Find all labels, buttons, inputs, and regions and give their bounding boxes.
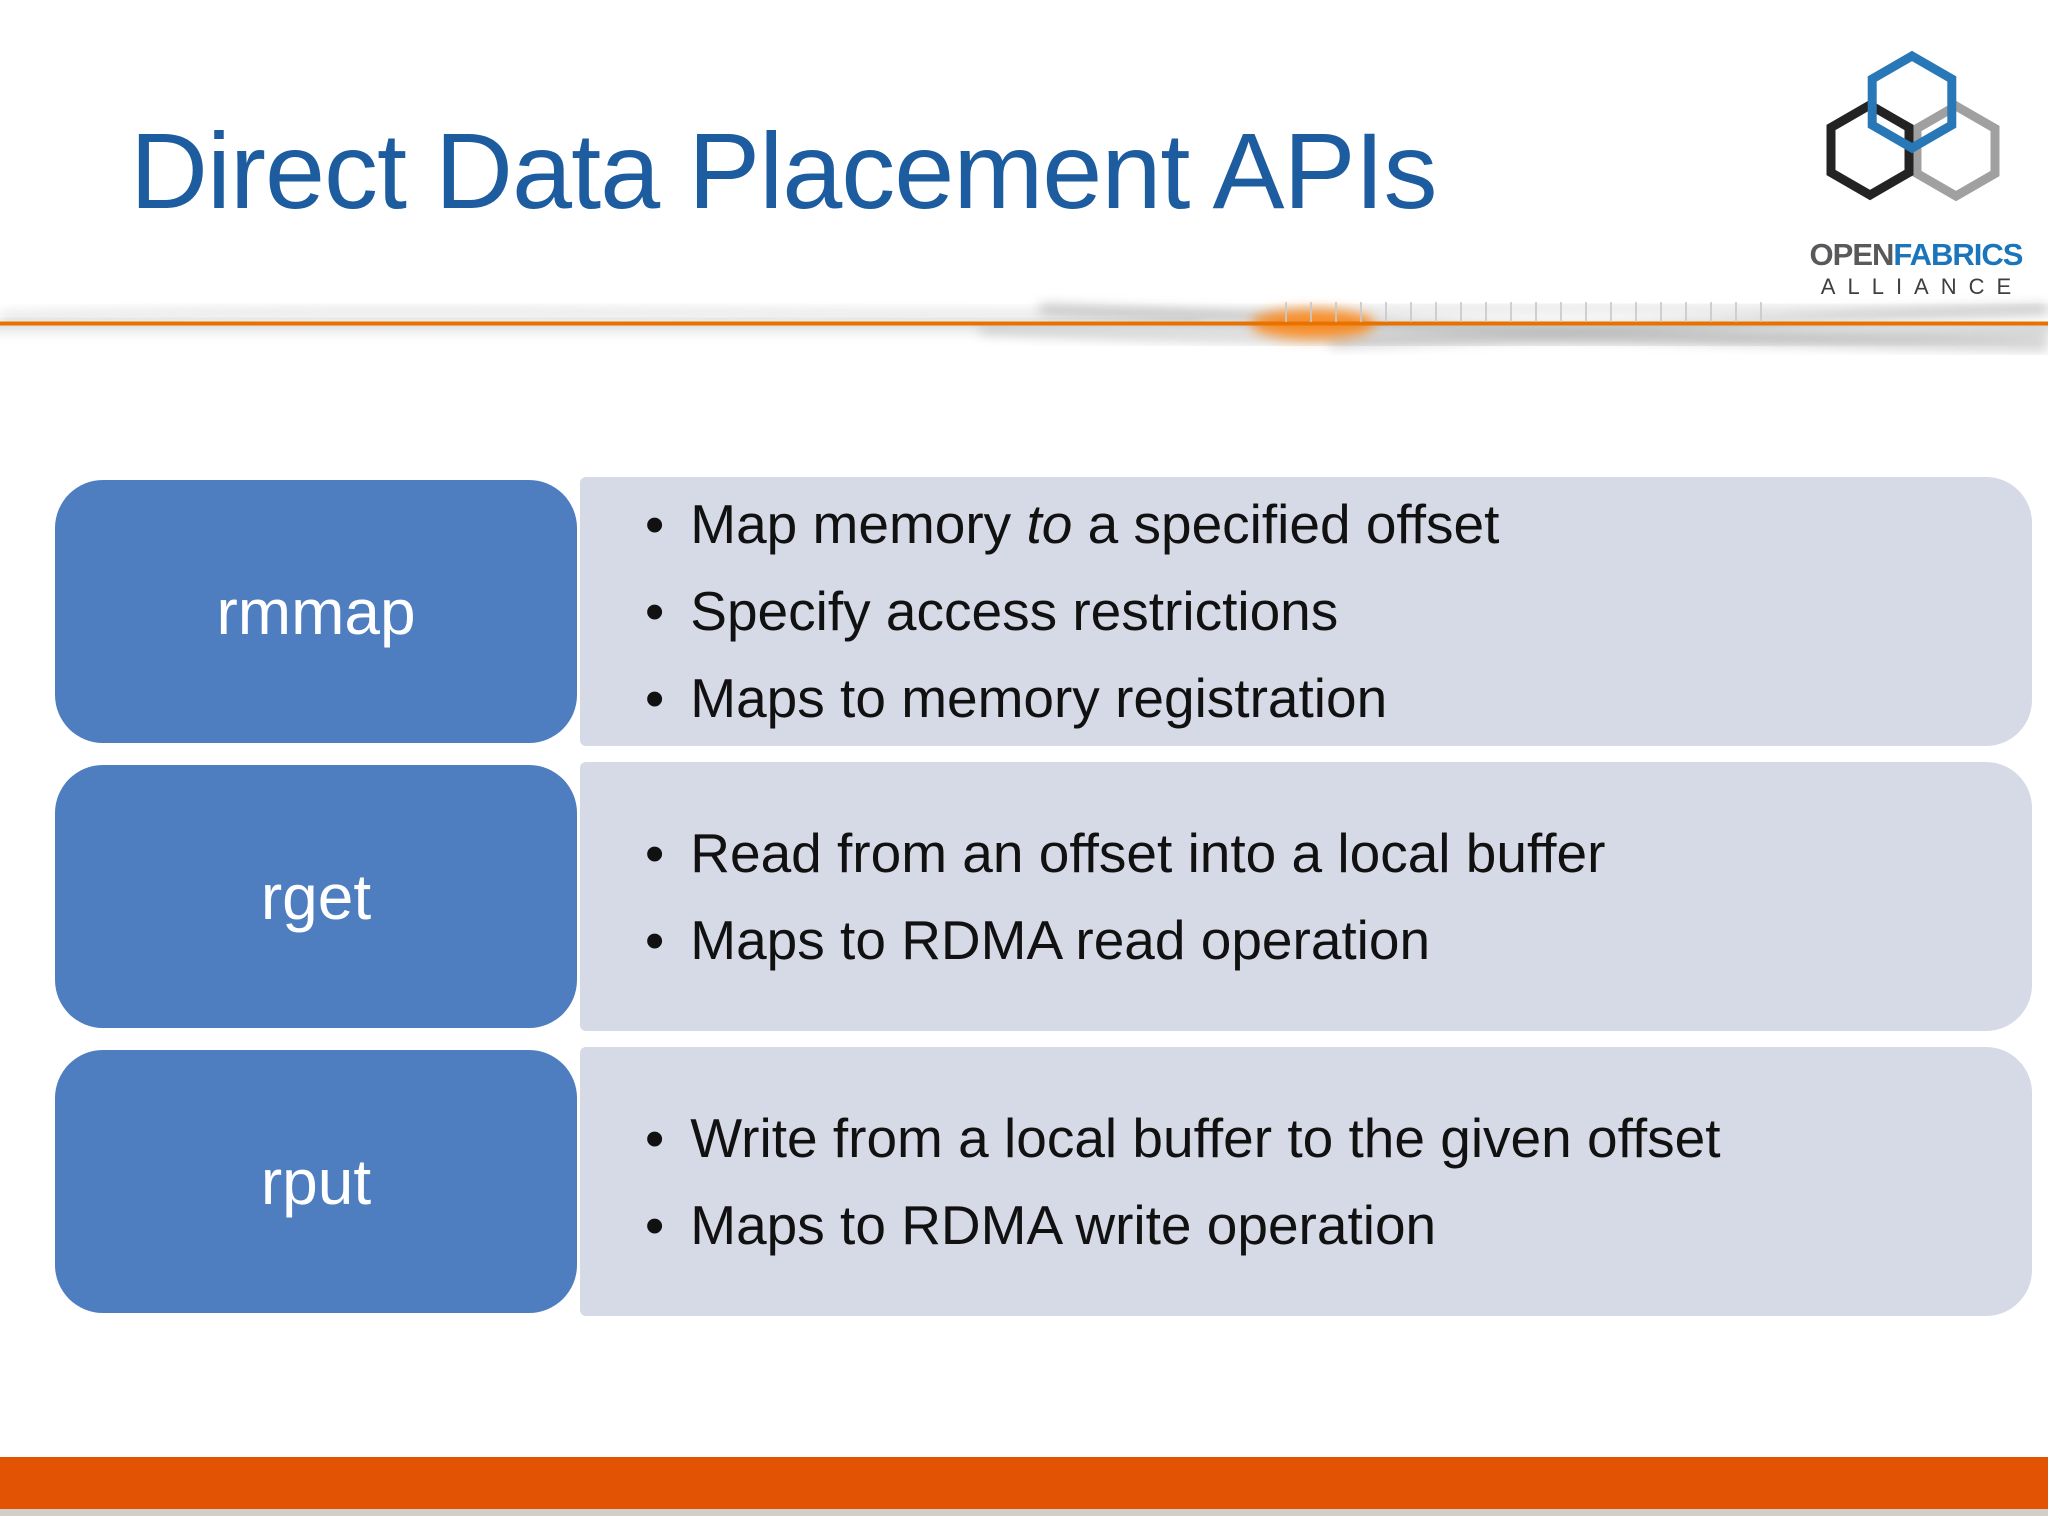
divider-band bbox=[0, 293, 2048, 355]
bullet-text: Maps to RDMA read operation bbox=[690, 908, 1431, 971]
list-item: • Maps to RDMA read operation bbox=[645, 897, 2032, 984]
hexagon-gray bbox=[1912, 100, 2000, 202]
bullet-text: Map memory to a specified offset bbox=[690, 493, 1500, 555]
bullet-icon: • bbox=[645, 493, 665, 555]
bullet-icon: • bbox=[645, 821, 665, 884]
bullet-icon: • bbox=[645, 580, 665, 642]
divider-tick-marks bbox=[1285, 302, 1767, 322]
list-item: • Maps to memory registration bbox=[645, 655, 2032, 742]
row-rmmap-label-box: rmmap bbox=[55, 480, 577, 743]
row-rput-description-panel: • Write from a local buffer to the given… bbox=[580, 1047, 2032, 1316]
list-item: • Specify access restrictions bbox=[645, 568, 2032, 655]
hexagon-blue bbox=[1867, 50, 1957, 154]
api-name: rmmap bbox=[216, 575, 416, 648]
list-item: • Maps to RDMA write operation bbox=[645, 1182, 2032, 1269]
row-rmmap-description-panel: • Map memory to a specified offset • Spe… bbox=[580, 477, 2032, 746]
api-name: rget bbox=[260, 860, 372, 933]
bullet-icon: • bbox=[645, 908, 665, 971]
logo-fabrics-text: FABRICS bbox=[1893, 237, 2023, 272]
bullet-icon: • bbox=[645, 667, 665, 729]
logo-alliance-text: ALLIANCE bbox=[1820, 274, 2024, 299]
api-name: rput bbox=[260, 1145, 372, 1218]
bullet-icon: • bbox=[645, 1193, 665, 1256]
logo-wordmark: OPENFABRICS bbox=[1790, 237, 2042, 273]
bullet-text: Write from a local buffer to the given o… bbox=[690, 1106, 1721, 1169]
openfabrics-logo: OPENFABRICS ALLIANCE bbox=[1790, 34, 2042, 299]
hexagons-icon bbox=[1826, 50, 2000, 202]
bullet-text: Read from an offset into a local buffer bbox=[690, 821, 1606, 884]
logo-open-text: OPEN bbox=[1809, 237, 1895, 272]
footer-accent-bar bbox=[0, 1457, 2048, 1509]
list-item: • Map memory to a specified offset bbox=[645, 481, 2032, 568]
list-item: • Write from a local buffer to the given… bbox=[645, 1095, 2032, 1182]
row-rget-description-panel: • Read from an offset into a local buffe… bbox=[580, 762, 2032, 1031]
hexagon-black bbox=[1826, 99, 1914, 201]
row-rget-label-box: rget bbox=[55, 765, 577, 1028]
footer-gray-line bbox=[0, 1509, 2048, 1516]
list-item: • Read from an offset into a local buffe… bbox=[645, 810, 2032, 897]
bullet-text: Maps to RDMA write operation bbox=[690, 1193, 1437, 1256]
bullet-icon: • bbox=[645, 1106, 665, 1169]
page-title: Direct Data Placement APIs bbox=[130, 110, 1438, 231]
bullet-text: Maps to memory registration bbox=[690, 667, 1388, 729]
row-rput-label-box: rput bbox=[55, 1050, 577, 1313]
bullet-text: Specify access restrictions bbox=[690, 580, 1339, 642]
